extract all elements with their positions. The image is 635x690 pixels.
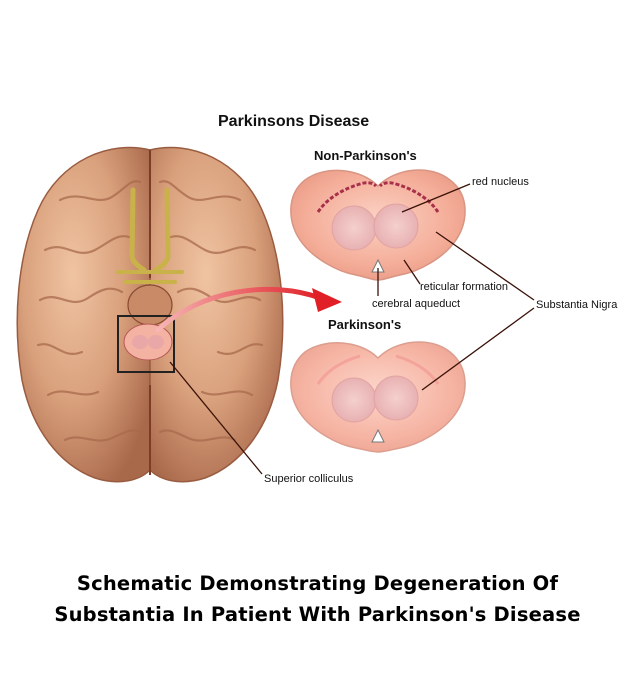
right-hemisphere [149, 146, 284, 483]
section-parkinsons [290, 341, 466, 453]
aqueduct-bottom [371, 428, 385, 443]
label-superior-colliculus: Superior colliculus [264, 473, 354, 485]
label-red-nucleus: red nucleus [472, 176, 529, 188]
red-arrow [155, 286, 342, 333]
panel-title-parkinsons: Parkinson's [328, 317, 401, 332]
diagram-title: Parkinsons Disease [218, 113, 369, 130]
caption-line-2: Substantia In Patient With Parkinson's D… [54, 603, 581, 626]
brain-illustration [16, 146, 284, 483]
leader-lines [169, 183, 535, 475]
selection-box [117, 315, 175, 373]
section-non-parkinsons [290, 169, 466, 281]
caption-line-1: Schematic Demonstrating Degeneration Of [76, 572, 559, 595]
caption: Schematic Demonstrating Degeneration Of … [0, 568, 635, 630]
label-substantia-nigra: Substantia Nigra [536, 299, 618, 311]
left-hemisphere [16, 146, 151, 483]
label-reticular-formation: reticular formation [420, 281, 508, 293]
label-cerebral-aqueduct: cerebral aqueduct [372, 298, 460, 310]
panel-title-non-parkinsons: Non-Parkinson's [314, 148, 417, 163]
